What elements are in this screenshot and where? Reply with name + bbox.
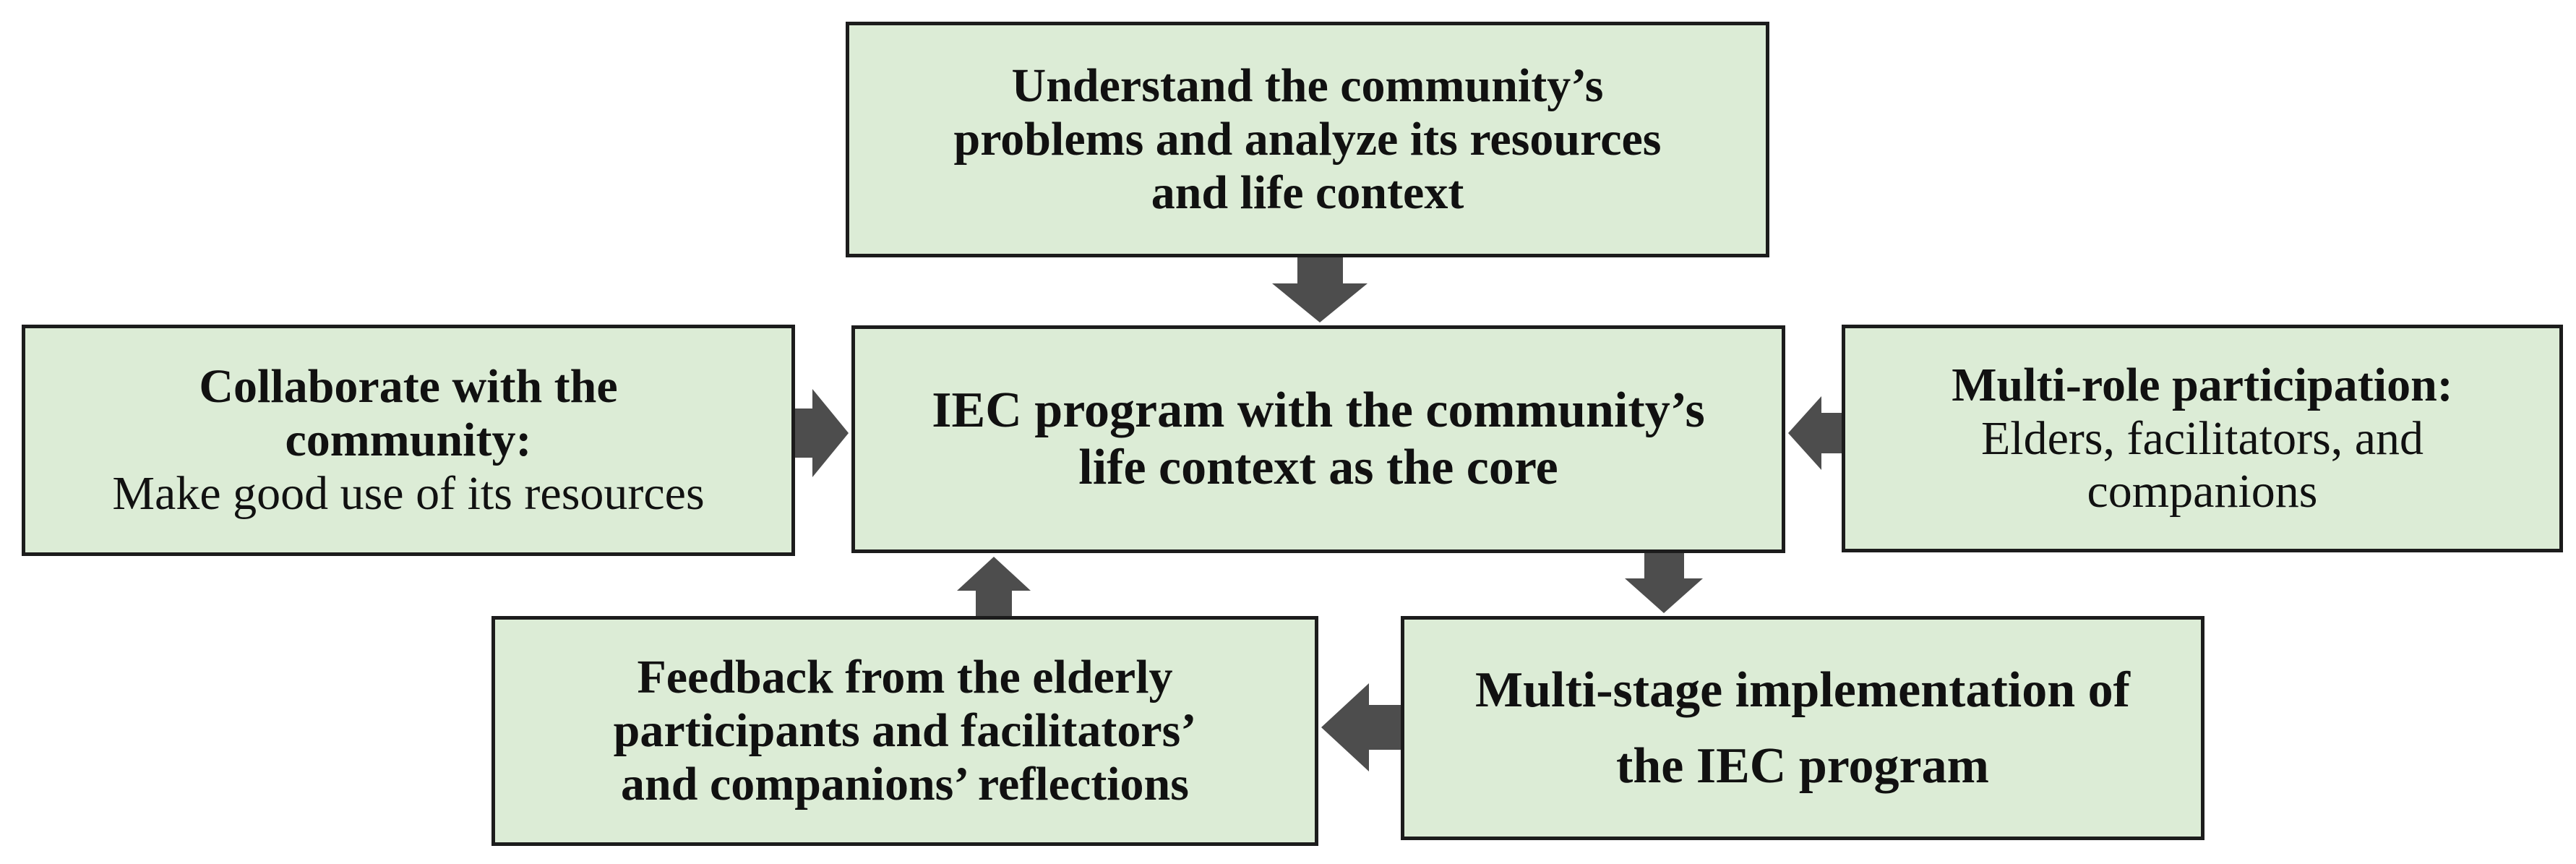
box-feedback-reflections: Feedback from the elderly participants a… [491, 616, 1318, 846]
arrow-right-to-center [1788, 396, 1842, 470]
box-center-line-1: IEC program with the community’s [932, 382, 1705, 439]
box-right-detail: Elders, facilitators, and companions [1980, 411, 2424, 518]
arrow-left-to-center [795, 389, 849, 477]
box-bottom-right-line-2: the IEC program [1616, 738, 1989, 794]
box-bottom-left-line-1: Feedback from the elderly [637, 651, 1173, 704]
box-multi-role-participation: Multi-role participation: Elders, facili… [1842, 325, 2563, 552]
arrow-top-to-center [1272, 257, 1368, 322]
box-bottom-right-line-1: Multi-stage implementation of [1475, 662, 2130, 718]
box-top-line-3: and life context [1151, 166, 1464, 219]
box-bottom-left-line-3: and companions’ reflections [621, 757, 1189, 810]
box-iec-program-core: IEC program with the community’s life co… [851, 325, 1785, 553]
box-right-title: Multi-role participation: [1952, 358, 2453, 411]
arrow-center-to-bottom-right [1625, 553, 1703, 613]
box-left-detail: Make good use of its resources [112, 466, 705, 520]
box-collaborate-community: Collaborate with the community: Make goo… [22, 325, 795, 556]
box-bottom-left-line-2: participants and facilitators’ [613, 704, 1197, 758]
box-left-title: Collaborate with the community: [199, 360, 618, 467]
arrow-bottom-right-to-bottom-left [1321, 683, 1401, 771]
box-understand-community: Understand the community’s problems and … [846, 22, 1769, 257]
box-top-line-1: Understand the community’s [1011, 59, 1604, 113]
box-center-line-2: life context as the core [1078, 439, 1558, 495]
box-multi-stage-implementation: Multi-stage implementation of the IEC pr… [1401, 616, 2204, 840]
box-top-line-2: problems and analyze its resources [953, 113, 1662, 166]
arrow-bottom-left-to-center [957, 557, 1031, 616]
